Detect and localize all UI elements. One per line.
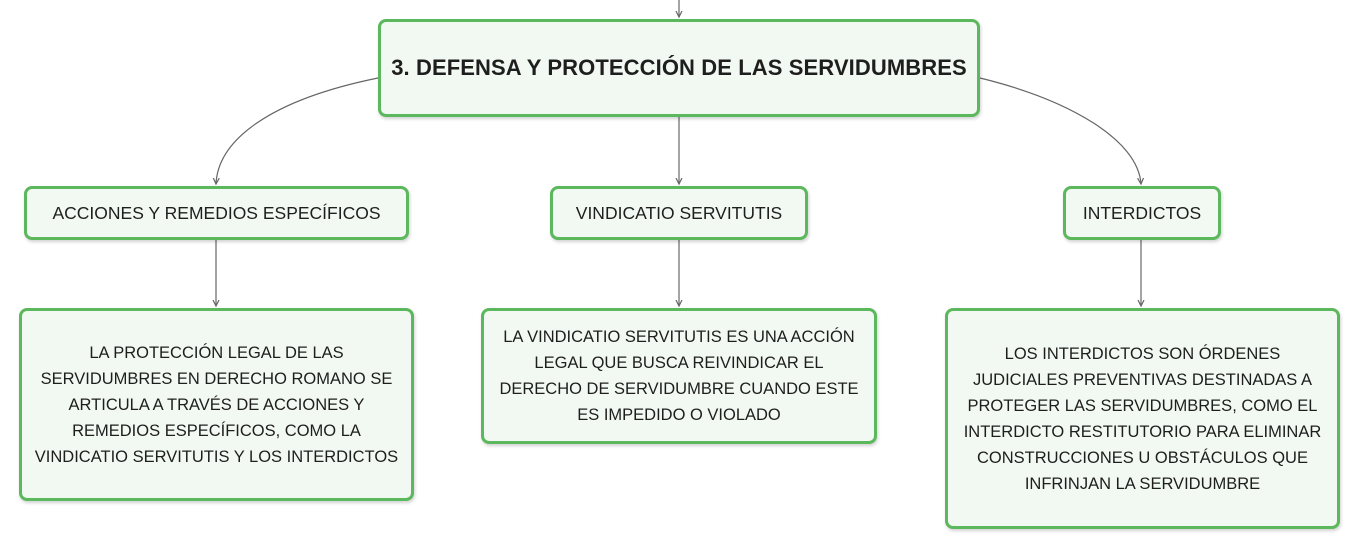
topic-node-interdictos[interactable]: INTERDICTOS <box>1063 186 1221 240</box>
root-topic-title: 3. DEFENSA Y PROTECCIÓN DE LAS SERVIDUMB… <box>391 55 967 80</box>
topic-label-vindicatio: VINDICATIO SERVITUTIS <box>575 202 783 223</box>
root-topic-node[interactable]: 3. DEFENSA Y PROTECCIÓN DE LAS SERVIDUMB… <box>378 19 980 117</box>
topic-node-vindicatio[interactable]: VINDICATIO SERVITUTIS <box>550 186 808 240</box>
connector-root-to-acciones <box>216 77 379 184</box>
connector-root-to-interdictos <box>979 77 1141 184</box>
description-node-acciones[interactable]: LA PROTECCIÓN LEGAL DE LAS SERVIDUMBRES … <box>19 308 414 501</box>
description-node-interdictos[interactable]: LOS INTERDICTOS SON ÓRDENES JUDICIALES P… <box>945 308 1340 529</box>
topic-node-acciones[interactable]: ACCIONES Y REMEDIOS ESPECÍFICOS <box>24 186 409 240</box>
description-node-vindicatio[interactable]: LA VINDICATIO SERVITUTIS ES UNA ACCIÓN L… <box>481 308 877 444</box>
topic-label-acciones: ACCIONES Y REMEDIOS ESPECÍFICOS <box>52 202 381 223</box>
description-text-acciones: LA PROTECCIÓN LEGAL DE LAS SERVIDUMBRES … <box>34 343 399 466</box>
description-text-interdictos: LOS INTERDICTOS SON ÓRDENES JUDICIALES P… <box>963 344 1322 493</box>
topic-label-interdictos: INTERDICTOS <box>1082 202 1202 223</box>
description-text-vindicatio: LA VINDICATIO SERVITUTIS ES UNA ACCIÓN L… <box>499 328 859 424</box>
